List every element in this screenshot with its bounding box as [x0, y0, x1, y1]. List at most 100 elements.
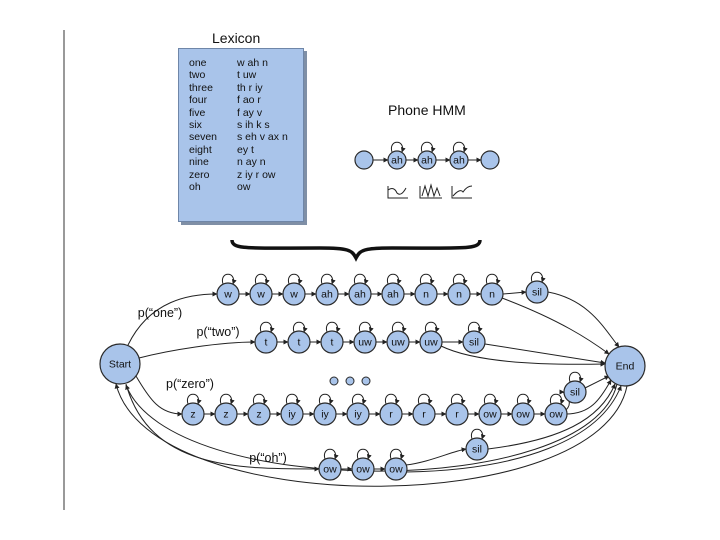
self-loop: [285, 393, 301, 405]
phone-state-label: iy: [354, 409, 362, 421]
self-loop: [259, 321, 275, 333]
phone-state-label: uw: [391, 337, 405, 349]
self-loop: [384, 393, 400, 405]
self-loop: [221, 273, 237, 285]
hmm-state-label: ah: [453, 155, 465, 167]
self-loop: [356, 448, 372, 460]
phone-state-label: t: [331, 337, 334, 349]
phone-state-label: n: [423, 289, 429, 301]
self-loop: [452, 273, 468, 285]
phone-state-label: n: [456, 289, 462, 301]
self-loop: [391, 321, 407, 333]
transition-edge: [125, 383, 618, 472]
phone-state-label: t: [265, 337, 268, 349]
self-loop: [353, 273, 369, 285]
lexicon-word: seven: [189, 131, 218, 144]
phone-state: [384, 457, 408, 481]
transition-edge: [547, 291, 620, 348]
transition-edge: [125, 383, 320, 472]
lexicon-word: four: [189, 94, 208, 107]
self-loop: [516, 393, 532, 405]
self-loop: [219, 393, 235, 405]
phone-state-label: ah: [387, 289, 399, 301]
self-loop: [417, 393, 433, 405]
self-loop: [287, 273, 303, 285]
phone-state: [419, 330, 443, 354]
ellipsis-dot: [361, 376, 371, 386]
hmm-state-label: ah: [421, 155, 433, 167]
phone-state: [214, 402, 238, 426]
self-loop: [485, 273, 501, 285]
ellipsis-dot: [345, 376, 355, 386]
transition-prob-label: p(“two”): [196, 325, 239, 339]
lexicon-pronunciation: ow: [237, 181, 251, 193]
phone-state: [282, 282, 306, 306]
brace: [230, 239, 482, 262]
lexicon-word: oh: [189, 181, 201, 193]
lexicon-pronunciation: t uw: [237, 69, 257, 82]
self-loop: [325, 321, 341, 333]
sil-state: [525, 280, 549, 304]
lexicon-word: five: [189, 106, 206, 119]
self-loop: [568, 371, 584, 383]
phone-state: [445, 402, 469, 426]
phone-state-label: w: [256, 289, 265, 301]
lexicon-word: eight: [189, 143, 212, 156]
start-node-label: Start: [109, 359, 131, 371]
phone-state-label: ah: [321, 289, 333, 301]
phone-state-label: uw: [424, 337, 438, 349]
self-loop: [419, 273, 435, 285]
spectrum-icon: [387, 186, 408, 199]
lexicon-word: zero: [189, 168, 210, 181]
phone-state: [386, 330, 410, 354]
self-loop: [452, 141, 468, 153]
lexicon-pronunciation: f ay v: [237, 106, 263, 119]
hmm-state-terminal: [480, 150, 500, 170]
phone-state: [320, 330, 344, 354]
transition-edge: [565, 379, 612, 415]
phone-state-label: ow: [483, 409, 497, 421]
transition-edge: [405, 385, 622, 473]
transition-edge: [584, 375, 610, 389]
hmm-state: [417, 150, 437, 170]
lexicon-word: one: [189, 57, 207, 69]
sil-state: [462, 330, 486, 354]
lexicon-pronunciation: f ao r: [237, 94, 261, 107]
phone-state: [216, 282, 240, 306]
phone-state-label: ah: [354, 289, 366, 301]
transition-edge: [135, 375, 183, 417]
self-loop: [424, 321, 440, 333]
phone-state-label: ow: [356, 464, 370, 476]
self-loop: [323, 448, 339, 460]
transition-edge: [114, 383, 628, 487]
transition-prob-label: p(“zero”): [166, 377, 214, 391]
sil-state-label: sil: [472, 444, 482, 456]
lexicon-word: nine: [189, 156, 209, 169]
phone-state-label: r: [422, 409, 426, 421]
lexicon-pronunciation: n ay n: [237, 156, 266, 169]
phone-state: [247, 402, 271, 426]
hmm-state: [387, 150, 407, 170]
phone-state-label: r: [389, 409, 393, 421]
sil-state: [563, 380, 587, 404]
phone-state-label: z: [256, 409, 261, 421]
lexicon-word: six: [189, 119, 202, 131]
spectrum-icon: [451, 185, 473, 199]
phone-state: [348, 282, 372, 306]
phone-state: [346, 402, 370, 426]
phone-state-label: ow: [516, 409, 530, 421]
lexicon-pronunciation: ey t: [237, 143, 254, 156]
phone-state: [480, 282, 504, 306]
phone-state: [249, 282, 273, 306]
ellipsis-dot: [329, 376, 339, 386]
transition-edge: [487, 383, 616, 450]
lexicon-word: two: [189, 69, 206, 82]
lexicon-pronunciation: s eh v ax n: [237, 131, 288, 144]
phone-state: [414, 282, 438, 306]
transition-edge: [440, 345, 606, 367]
sil-state-label: sil: [570, 387, 580, 399]
phone-state-label: iy: [321, 409, 329, 421]
